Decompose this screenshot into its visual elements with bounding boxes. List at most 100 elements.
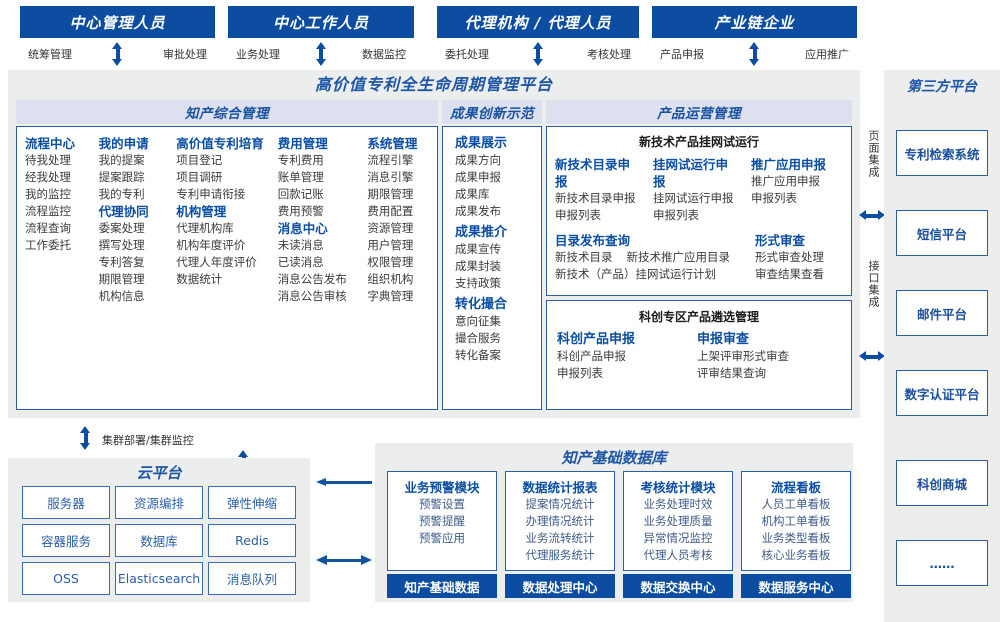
menu-item[interactable]: 我的专利 <box>98 187 145 201</box>
db-item[interactable]: 代理人员考核 <box>643 548 713 562</box>
db-item[interactable]: 业务处理时效 <box>643 497 713 511</box>
menu-item[interactable]: 科创产品申报 <box>557 349 626 363</box>
cloud-cell-6[interactable]: Redis <box>208 524 296 557</box>
cloud-cell-7[interactable]: OSS <box>22 562 110 595</box>
menu-item[interactable]: 消息公告审核 <box>277 289 347 303</box>
menu-item[interactable]: 用户管理 <box>367 238 414 252</box>
cloud-cell-2[interactable]: 资源编排 <box>115 486 203 519</box>
menu-item[interactable]: 消息引擎 <box>367 170 414 184</box>
db-column-footer[interactable]: 数据服务中心 <box>741 574 851 598</box>
menu-item[interactable]: 审查结果查看 <box>755 267 824 281</box>
menu-item[interactable]: 撮合服务 <box>455 331 501 345</box>
group-title[interactable]: 我的申请 <box>98 136 149 151</box>
menu-item[interactable]: 项目登记 <box>176 153 223 167</box>
db-item[interactable]: 业务处理质量 <box>643 514 713 528</box>
menu-item[interactable]: 账单管理 <box>277 170 324 184</box>
db-item[interactable]: 预警应用 <box>419 531 465 545</box>
menu-item[interactable]: 权限管理 <box>367 255 414 269</box>
db-item[interactable]: 业务流转统计 <box>525 531 595 545</box>
db-item[interactable]: 办理情况统计 <box>525 514 595 528</box>
menu-item[interactable]: 机构信息 <box>98 289 145 303</box>
menu-item[interactable]: 待我处理 <box>25 153 71 167</box>
menu-item[interactable]: 形式审查处理 <box>755 250 824 264</box>
cloud-cell-9[interactable]: 消息队列 <box>208 562 296 595</box>
menu-item[interactable]: 数据统计 <box>176 272 223 286</box>
menu-item[interactable]: 我的监控 <box>25 187 71 201</box>
cloud-cell-4[interactable]: 容器服务 <box>22 524 110 557</box>
group-title[interactable]: 目录发布查询 <box>555 233 631 248</box>
group-title[interactable]: 高价值专利培育 <box>176 136 264 151</box>
menu-item[interactable]: 撰写处理 <box>98 238 145 252</box>
menu-item[interactable]: 申报列表 <box>751 191 797 205</box>
menu-item[interactable]: 流程查询 <box>25 221 71 235</box>
menu-item[interactable]: 资源管理 <box>367 221 414 235</box>
menu-item[interactable]: 提案跟踪 <box>98 170 145 184</box>
menu-item[interactable]: 字典管理 <box>367 289 414 303</box>
group-title[interactable]: 费用管理 <box>277 136 328 151</box>
menu-item[interactable]: 推广应用申报 <box>751 174 820 188</box>
group-title[interactable]: 流程中心 <box>25 136 76 151</box>
third-party-item-5[interactable]: 科创商城 <box>896 460 988 506</box>
db-column-footer[interactable]: 数据交换中心 <box>623 574 733 598</box>
cloud-cell-5[interactable]: 数据库 <box>115 524 203 557</box>
menu-item[interactable]: 组织机构 <box>367 272 414 286</box>
group-title[interactable]: 机构管理 <box>176 204 227 219</box>
db-item[interactable]: 提案情况统计 <box>525 497 595 511</box>
menu-item[interactable]: 申报列表 <box>555 208 601 222</box>
menu-item[interactable]: 流程引擎 <box>367 153 414 167</box>
menu-item[interactable]: 代理机构库 <box>176 221 234 235</box>
group-title[interactable]: 科创产品申报 <box>557 332 636 347</box>
menu-item[interactable]: 申报列表 <box>653 208 699 222</box>
menu-item[interactable]: 费用预警 <box>277 204 324 218</box>
menu-item[interactable]: 回款记账 <box>277 187 324 201</box>
role-bar-4[interactable]: 产业链企业 <box>652 6 857 38</box>
third-party-item-1[interactable]: 专利检索系统 <box>896 130 988 176</box>
group-title[interactable]: 推广应用申报 <box>751 157 827 172</box>
db-item[interactable]: 代理服务统计 <box>525 548 595 562</box>
menu-item[interactable]: 期限管理 <box>98 272 145 286</box>
db-column-footer[interactable]: 数据处理中心 <box>505 574 615 598</box>
menu-item[interactable]: 意向征集 <box>455 314 501 328</box>
third-party-item-3[interactable]: 邮件平台 <box>896 290 988 336</box>
group-title[interactable]: 成果推介 <box>455 225 508 240</box>
menu-item[interactable]: 项目调研 <box>176 170 223 184</box>
db-column-footer[interactable]: 知产基础数据 <box>387 574 497 598</box>
cloud-cell-1[interactable]: 服务器 <box>22 486 110 519</box>
role-bar-3[interactable]: 代理机构 / 代理人员 <box>437 6 639 38</box>
role-bar-1[interactable]: 中心管理人员 <box>20 6 215 38</box>
role-bar-2[interactable]: 中心工作人员 <box>228 6 414 38</box>
group-title[interactable]: 成果展示 <box>455 136 508 151</box>
group-title[interactable]: 转化撮合 <box>455 297 508 312</box>
menu-item[interactable]: 已读消息 <box>277 255 324 269</box>
menu-item[interactable]: 流程监控 <box>25 204 71 218</box>
menu-item[interactable]: 机构年度评价 <box>176 238 246 252</box>
menu-item[interactable]: 消息公告发布 <box>277 272 347 286</box>
group-title[interactable]: 代理协同 <box>98 204 149 219</box>
menu-item[interactable]: 成果封装 <box>455 259 501 273</box>
db-item[interactable]: 预警提醒 <box>419 514 465 528</box>
third-party-item-4[interactable]: 数字认证平台 <box>896 370 988 416</box>
menu-item[interactable]: 工作委托 <box>25 238 71 252</box>
group-title[interactable]: 新技术目录申报 <box>555 157 631 189</box>
menu-item[interactable]: 代理人年度评价 <box>176 255 257 269</box>
menu-item[interactable]: 委案处理 <box>98 221 145 235</box>
menu-item[interactable]: 新技术目录申报 <box>555 191 636 205</box>
menu-item[interactable]: 评审结果查询 <box>697 366 766 380</box>
menu-item[interactable]: 上架评审形式审查 <box>697 349 789 363</box>
db-item[interactable]: 人员工单看板 <box>761 497 831 511</box>
group-title[interactable]: 系统管理 <box>367 136 418 151</box>
db-item[interactable]: 异常情况监控 <box>643 531 713 545</box>
db-item[interactable]: 机构工单看板 <box>761 514 831 528</box>
menu-item[interactable]: 期限管理 <box>367 187 414 201</box>
menu-item[interactable]: 新技术推广应用目录 <box>626 250 731 264</box>
menu-item[interactable]: 转化备案 <box>455 348 501 362</box>
menu-item[interactable]: 未读消息 <box>277 238 324 252</box>
menu-item[interactable]: 成果发布 <box>455 204 501 218</box>
db-item[interactable]: 业务类型看板 <box>761 531 831 545</box>
menu-item[interactable]: 成果库 <box>455 187 490 201</box>
menu-item[interactable]: 新技术（产品）挂网试运行计划 <box>555 267 716 281</box>
group-title[interactable]: 形式审查 <box>755 233 806 248</box>
menu-item[interactable]: 专利申请衔接 <box>176 187 246 201</box>
menu-item[interactable]: 支持政策 <box>455 276 501 290</box>
menu-item[interactable]: 成果申报 <box>455 170 501 184</box>
